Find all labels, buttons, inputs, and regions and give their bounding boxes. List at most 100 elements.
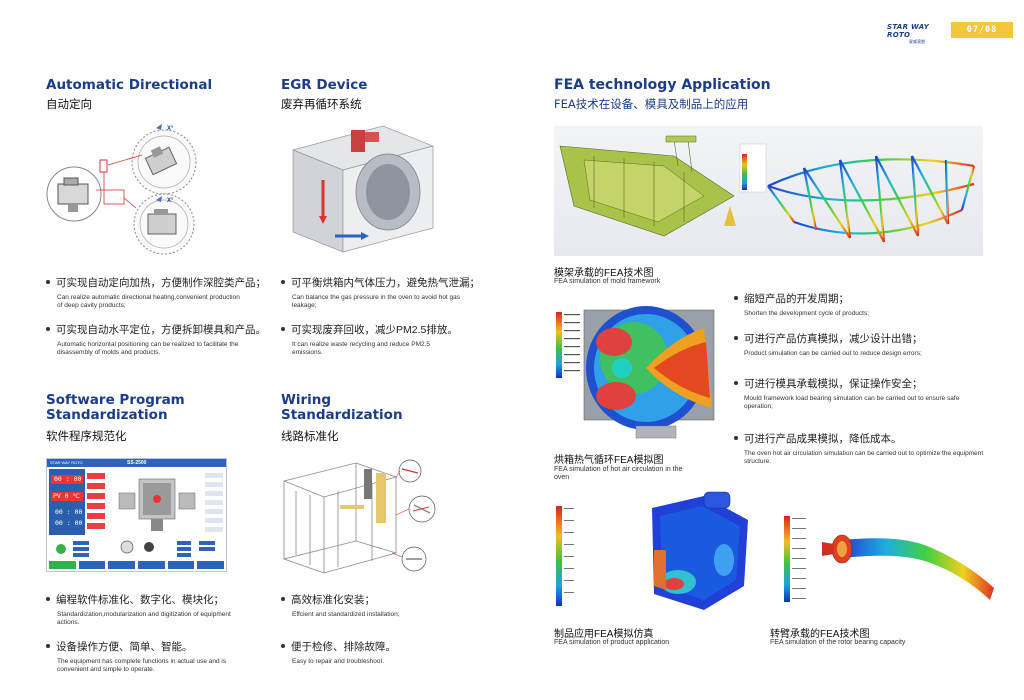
hmi-button bbox=[197, 561, 225, 569]
section-title-cn-egr-device: 废弃再循环系统 bbox=[281, 97, 362, 111]
col3-bullet-4: 可进行产品成果模拟，降低成本。 The oven hot air circula… bbox=[734, 433, 994, 466]
bullet-text-en: The oven hot air circulation simulation … bbox=[744, 450, 984, 465]
hmi-brand: STAR WAY ROTO bbox=[50, 460, 83, 465]
col2-bullet-2: 可实现废弃回收，减少PM2.5排放。 It can realize waste … bbox=[281, 324, 511, 357]
page-number: 07/08 bbox=[951, 22, 1013, 38]
col1-bullet-3: 编程软件标准化、数字化、模块化； Standardization,modular… bbox=[46, 594, 271, 627]
bullet-dot bbox=[734, 381, 738, 386]
bullet-text-cn: 可平衡烘箱内气体压力，避免热气泄漏； bbox=[291, 277, 480, 289]
logo-subtext: 星威滚塑 bbox=[909, 39, 925, 44]
col1-bullet-1: 可实现自动定向加热，方便制作深腔类产品； Can realize automat… bbox=[46, 277, 271, 310]
bullet-text-en: Effcient and standardized installation; bbox=[292, 611, 400, 618]
automatic-directional-illustration: X° X° bbox=[44, 120, 214, 258]
bullet-dot bbox=[734, 296, 738, 301]
hmi-pv: PV 0 ℃ bbox=[53, 492, 80, 500]
col2-bullet-1: 可平衡烘箱内气体压力，避免热气泄漏； Can balance the gas p… bbox=[281, 277, 511, 310]
col2-bullet-3: 高效标准化安装； Effcient and standardized insta… bbox=[281, 594, 511, 619]
bullet-text-en: Shorten the development cycle of product… bbox=[744, 310, 870, 317]
caption-mold-en: FEA simulation of mold framework bbox=[554, 278, 661, 285]
caption-rotor-cn: 转臂承载的FEA技术图 bbox=[770, 629, 870, 640]
hmi-time-1: 00 : 00 bbox=[54, 475, 82, 483]
col3-bullet-2: 可进行产品仿真模拟，减少设计出错； Product simulation can… bbox=[734, 333, 994, 358]
mold-framework-fea-image bbox=[554, 126, 983, 256]
hmi-button bbox=[49, 561, 76, 569]
bullet-text-cn: 便于检修、排除故障。 bbox=[291, 641, 396, 653]
bullet-text-cn: 可实现自动水平定位，方便拆卸模具和产品。 bbox=[56, 324, 266, 336]
hmi-topbar bbox=[47, 459, 226, 467]
section-title-cn-automatic-directional: 自动定向 bbox=[46, 97, 92, 111]
section-title-egr-device: EGR Device bbox=[281, 77, 368, 93]
bullet-dot bbox=[734, 436, 738, 441]
caption-oven-cn: 烘箱热气循环FEA模拟图 bbox=[554, 455, 664, 466]
hmi-status-column bbox=[87, 473, 105, 533]
section-title-fea: FEA technology Application bbox=[554, 77, 771, 93]
bullet-text-en: Standardization,modularization and digit… bbox=[57, 611, 231, 626]
bullet-text-en: Mould framework load bearing simulation … bbox=[744, 395, 960, 410]
bullet-dot bbox=[281, 597, 285, 602]
caption-oven-en: FEA simulation of hot air circulation in… bbox=[554, 466, 683, 481]
header-logo: STAR WAY ROTO 星威滚塑 bbox=[887, 23, 947, 45]
egr-device-illustration bbox=[283, 120, 443, 258]
oven-fea-image bbox=[554, 298, 720, 446]
hmi-pv-box bbox=[51, 492, 83, 501]
bullet-dot bbox=[281, 327, 285, 332]
hmi-button bbox=[78, 561, 106, 569]
bullet-text-en: Can realize automatic directional heatin… bbox=[57, 294, 240, 309]
bullet-text-cn: 编程软件标准化、数字化、模块化； bbox=[56, 594, 224, 606]
bullet-text-en: Easy to repair and troubleshoot. bbox=[292, 658, 385, 665]
section-title-cn-fea: FEA技术在设备、模具及制品上的应用 bbox=[554, 97, 749, 111]
bullet-text-cn: 可进行产品仿真模拟，减少设计出错； bbox=[744, 333, 923, 345]
section-title-wiring: Wiring Standardization bbox=[281, 392, 403, 423]
bullet-dot bbox=[281, 644, 285, 649]
hmi-time-2: 00 : 00 bbox=[55, 508, 83, 516]
hmi-screen-image: STAR WAY ROTO SS-2500 00 : 00 PV 0 ℃ 00 … bbox=[46, 458, 227, 572]
bullet-text-en: Can balance the gas pressure in the oven… bbox=[292, 294, 461, 309]
angle-label-top: X° bbox=[167, 126, 174, 132]
rotor-fea-image bbox=[782, 504, 996, 606]
bullet-dot bbox=[46, 644, 50, 649]
col3-bullet-3: 可进行模具承载模拟，保证操作安全； Mould framework load b… bbox=[734, 378, 994, 411]
logo-text: STAR WAY ROTO bbox=[887, 23, 930, 39]
wiring-illustration bbox=[276, 455, 452, 577]
bullet-dot bbox=[46, 280, 50, 285]
hmi-time-3: 00 : 00 bbox=[55, 519, 83, 527]
caption-product-en: FEA simulation of product application bbox=[554, 639, 670, 646]
col2-bullet-4: 便于检修、排除故障。 Easy to repair and troublesho… bbox=[281, 641, 511, 666]
hmi-button bbox=[138, 561, 165, 569]
bullet-dot bbox=[46, 597, 50, 602]
hmi-machine-diagram bbox=[113, 471, 201, 535]
col3-bullet-1: 缩短产品的开发周期； Shorten the development cycle… bbox=[734, 293, 994, 318]
bullet-text-en: Product simulation can be carried out to… bbox=[744, 350, 922, 357]
bullet-dot bbox=[281, 280, 285, 285]
product-fea-image bbox=[554, 490, 754, 614]
hmi-bottom-buttons bbox=[49, 561, 225, 569]
hmi-button bbox=[167, 561, 195, 569]
caption-rotor-en: FEA simulation of the rotor bearing capa… bbox=[770, 639, 906, 646]
section-title-automatic-directional: Automatic Directional bbox=[46, 77, 213, 93]
angle-label-bottom: X° bbox=[167, 198, 174, 204]
bullet-dot bbox=[46, 327, 50, 332]
caption-mold-cn: 模架承载的FEA技术图 bbox=[554, 268, 654, 279]
hmi-title: SS-2500 bbox=[127, 460, 147, 466]
bullet-text-cn: 缩短产品的开发周期； bbox=[744, 293, 849, 305]
section-title-cn-software-program: 软件程序规范化 bbox=[46, 429, 127, 443]
bullet-text-cn: 可进行模具承载模拟，保证操作安全； bbox=[744, 378, 923, 390]
bullet-text-cn: 可实现自动定向加热，方便制作深腔类产品； bbox=[56, 277, 266, 289]
section-title-cn-wiring: 线路标准化 bbox=[281, 429, 339, 443]
bullet-text-en: Automatic horizontal positioning can be … bbox=[57, 341, 239, 356]
bullet-dot bbox=[734, 336, 738, 341]
col1-bullet-2: 可实现自动水平定位，方便拆卸模具和产品。 Automatic horizonta… bbox=[46, 324, 271, 357]
hmi-lower-panel bbox=[51, 537, 223, 559]
hmi-right-strip bbox=[205, 473, 223, 533]
col1-bullet-4: 设备操作方便、简单、智能。 The equipment has complete… bbox=[46, 641, 271, 674]
bullet-text-cn: 高效标准化安装； bbox=[291, 594, 375, 606]
hmi-button bbox=[108, 561, 136, 569]
bullet-text-en: It can realize waste recycling and reduc… bbox=[292, 341, 431, 356]
bullet-text-cn: 可实现废弃回收，减少PM2.5排放。 bbox=[291, 324, 458, 336]
bullet-text-cn: 可进行产品成果模拟，降低成本。 bbox=[744, 433, 902, 445]
hmi-time-1-box bbox=[51, 475, 83, 484]
caption-product-cn: 制品应用FEA模拟仿真 bbox=[554, 629, 654, 640]
bullet-text-cn: 设备操作方便、简单、智能。 bbox=[56, 641, 193, 653]
section-title-software-program: Software Program Standardization bbox=[46, 392, 185, 423]
bullet-text-en: The equipment has complete functions in … bbox=[57, 658, 227, 673]
